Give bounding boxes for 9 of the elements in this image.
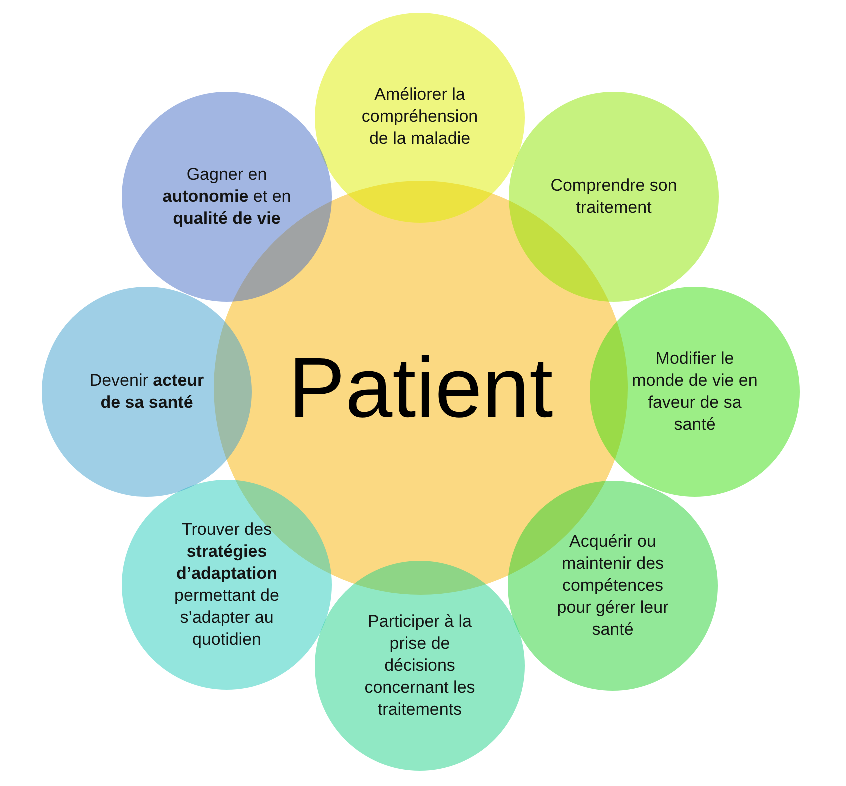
circle-label: Modifier le monde de vie en faveur de sa santé [631,348,759,436]
circle-label: Gagner en autonomie et en qualité de vie [162,164,292,230]
circle-label: Trouver des stratégies d’adaptation permettant de s’adapter au quotidien [174,519,280,651]
circle-label: Devenir acteur de sa santé [88,370,206,414]
circle-label: Acquérir ou maintenir des compétences pour gérer leur santé [556,531,670,641]
center-label: Patient [288,346,554,430]
circle-label: Améliorer la compréhension de la maladie [360,84,480,150]
circle-label: Comprendre son traitement [550,175,678,219]
circle-label: Participer à la prise de décisions concernant les traitements [364,611,476,721]
